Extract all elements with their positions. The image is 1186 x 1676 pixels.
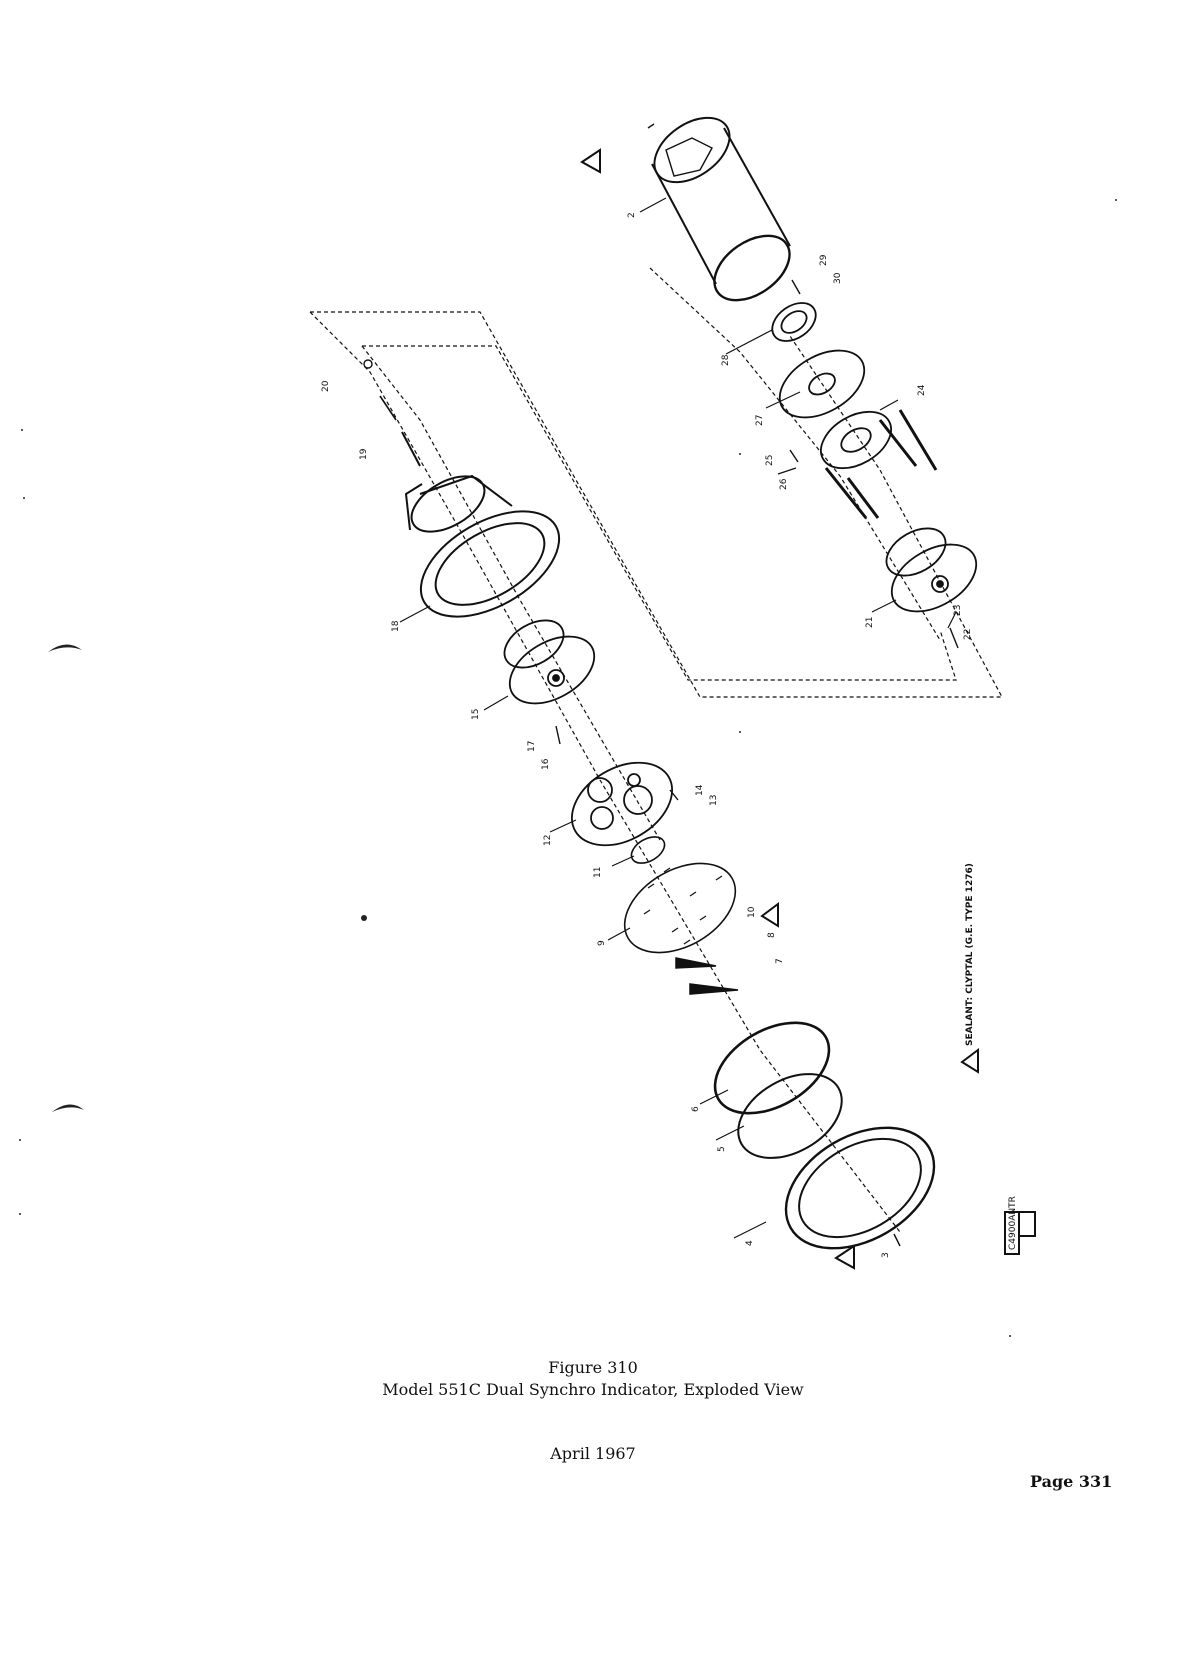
- synchro-front: [496, 611, 606, 718]
- part-label-19: 19: [359, 448, 369, 460]
- bezel-and-gaskets: [699, 1004, 955, 1273]
- part-number-labels: 2 3 4 5 6 7 8 9 10 11 12 13 14 15 16 17 …: [321, 212, 973, 1258]
- figure-number: Figure 310: [0, 1358, 1186, 1377]
- sealant-note: SEALANT: CLYPTAL (G.E. TYPE 1276): [965, 863, 975, 1046]
- assembly-path-loops: [310, 268, 1002, 1232]
- reference-triangles: [582, 150, 978, 1268]
- part-label-26: 26: [779, 478, 789, 490]
- flange-and-gasket: [765, 295, 876, 431]
- bracket-assembly: [811, 400, 936, 518]
- part-label-4: 4: [745, 1240, 755, 1246]
- leader-lines: [400, 198, 956, 1238]
- part-label-14: 14: [695, 784, 705, 796]
- part-label-7: 7: [775, 958, 785, 964]
- part-label-17: 17: [527, 741, 537, 752]
- part-label-20: 20: [321, 380, 331, 392]
- revision-date: April 1967: [0, 1444, 1186, 1463]
- scan-specks: [19, 199, 1117, 1337]
- part-label-30: 30: [833, 272, 843, 284]
- part-label-12: 12: [543, 835, 553, 846]
- part-label-3: 3: [881, 1252, 891, 1258]
- cover-cylinder: [643, 105, 802, 314]
- mounting-plate: [557, 746, 687, 862]
- part-label-11: 11: [593, 867, 603, 878]
- part-label-2: 2: [627, 212, 637, 218]
- part-label-25: 25: [765, 455, 775, 466]
- synchro-rear: [878, 519, 988, 626]
- part-label-9: 9: [597, 940, 607, 946]
- part-label-5: 5: [717, 1146, 727, 1152]
- page-stamp-logo: C4900ANTR: [1005, 1196, 1035, 1254]
- main-housing: [402, 465, 576, 638]
- part-label-27: 27: [755, 415, 765, 426]
- stamp-code: C4900ANTR: [1008, 1196, 1018, 1250]
- pointers: [676, 958, 738, 994]
- part-label-18: 18: [391, 620, 401, 632]
- part-label-21: 21: [865, 617, 875, 628]
- figure-title: Model 551C Dual Synchro Indicator, Explo…: [0, 1380, 1186, 1399]
- part-label-8: 8: [767, 932, 777, 938]
- part-label-23: 23: [953, 605, 963, 616]
- part-label-15: 15: [471, 709, 481, 720]
- part-label-22: 22: [963, 629, 973, 640]
- part-label-16: 16: [541, 758, 551, 770]
- page-number: Page 331: [1030, 1472, 1112, 1491]
- part-label-13: 13: [709, 795, 719, 806]
- part-label-10: 10: [747, 906, 757, 918]
- part-label-29: 29: [819, 254, 829, 266]
- fasteners: [364, 124, 958, 1246]
- part-label-24: 24: [917, 384, 927, 396]
- part-label-6: 6: [691, 1106, 701, 1112]
- dial-and-washer: [609, 831, 751, 970]
- part-label-28: 28: [721, 354, 731, 366]
